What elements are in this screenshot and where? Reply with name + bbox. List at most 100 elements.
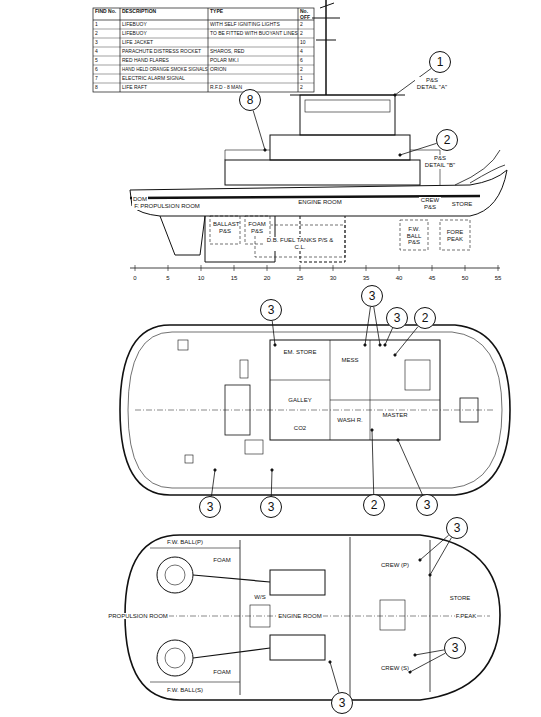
callout-circle: 3: [361, 285, 383, 307]
callout-circle: 1: [429, 51, 451, 73]
table-cell: 3: [95, 40, 98, 46]
table-cell: 6: [300, 58, 303, 64]
frame-tick: [234, 265, 235, 271]
detail-note: P&S DETAIL "A": [415, 77, 449, 90]
side-elevation: [130, 0, 507, 268]
compartment-label: W/S: [253, 594, 266, 601]
callout-number: 3: [268, 303, 275, 317]
frame-number: 40: [395, 275, 404, 282]
compartment-label: PROPULSION ROOM: [107, 613, 169, 620]
callout-circle: 2: [414, 307, 436, 329]
leader-dot: [379, 344, 381, 346]
callout-circle: 3: [331, 692, 353, 714]
compartment-label: CREW (S): [380, 665, 410, 672]
callout-number: 1: [437, 55, 444, 69]
callout-number: 2: [444, 133, 451, 147]
compartment-label: FORE PEAK: [441, 229, 469, 242]
leader-line: [372, 430, 374, 494]
table-header: FIND No.: [95, 9, 119, 15]
compartment-label: MASTER: [381, 412, 408, 419]
compartment-label: FOAM P&S: [246, 221, 268, 234]
compartment-label: EM. STORE: [283, 349, 318, 356]
frame-tick: [399, 265, 400, 271]
table-cell: 2: [95, 31, 98, 37]
compartment-label: D.B. FUEL TANKS P/S & C.L.: [264, 237, 336, 250]
lower-deck-plan: [125, 535, 500, 700]
leader-dot: [274, 344, 276, 346]
table-cell: LIFEBUOY: [122, 22, 147, 28]
leader-line: [420, 535, 449, 560]
table-cell: 4: [300, 49, 303, 55]
table-header: DESCRIPTION: [122, 9, 208, 15]
table-cell: 7: [95, 76, 98, 82]
table-cell: 2: [300, 67, 303, 73]
leader-dot: [271, 469, 273, 471]
compartment-label: F.PEAK: [455, 613, 478, 620]
frame-tick: [333, 265, 334, 271]
leader-line: [365, 307, 370, 345]
leader-line: [271, 470, 273, 496]
compartment-label: FOAM: [212, 669, 231, 676]
table-cell: ORION: [210, 67, 226, 73]
leader-dot: [394, 354, 396, 356]
compartment-label: F.W. BALL(S): [166, 687, 204, 694]
leader-dot: [399, 154, 401, 156]
leader-line: [430, 538, 452, 575]
leader-line: [374, 307, 380, 345]
callout-number: 2: [422, 311, 429, 325]
compartment-label: GALLEY: [287, 397, 312, 404]
leader-dot: [384, 344, 386, 346]
compartment-label: ENGINE ROOM: [297, 199, 342, 206]
frame-tick: [366, 265, 367, 271]
frame-number: 20: [263, 275, 272, 282]
table-cell: 10: [300, 40, 306, 46]
callout-number: 3: [452, 641, 459, 655]
leader-dot: [397, 439, 399, 441]
frame-tick: [201, 265, 202, 271]
callout-circle: 3: [260, 496, 282, 518]
table-cell: 1: [300, 76, 303, 82]
compartment-label: WASH R.: [336, 417, 363, 424]
callout-circle: 3: [446, 517, 468, 539]
table-cell: RED HAND FLARES: [122, 58, 169, 64]
table-cell: POLAR MK.I: [210, 58, 239, 64]
callout-number: 3: [394, 311, 401, 325]
compartment-label: CREW (P): [380, 562, 410, 569]
callout-number: 2: [371, 498, 378, 512]
table-cell: SHAROS, RED: [210, 49, 244, 55]
compartment-label: F.W. BALL(P): [166, 539, 204, 546]
compartment-label: ENGINE ROOM: [277, 613, 322, 620]
callout-circle: 3: [444, 637, 466, 659]
compartment-label: STORE: [451, 201, 474, 208]
table-cell: HAND HELD ORANGE SMOKE SIGNALS: [122, 67, 208, 72]
frame-number: 10: [197, 275, 206, 282]
frame-tick: [168, 265, 169, 271]
table-header: TYPE: [210, 9, 298, 15]
frame-number: 30: [329, 275, 338, 282]
frame-number: 45: [428, 275, 437, 282]
leader-dot: [419, 559, 421, 561]
compartment-label: STORE: [449, 595, 472, 602]
callout-circle: 3: [199, 496, 221, 518]
table-cell: WITH SELF IGNITING LIGHTS: [210, 22, 280, 28]
table-cell: R.F.D - 8 MAN: [210, 85, 242, 91]
callout-number: 3: [339, 696, 346, 710]
leader-line: [398, 440, 423, 495]
leader-line: [211, 470, 215, 496]
leader-line: [395, 327, 418, 355]
leader-line: [253, 111, 265, 150]
deck-plan: [120, 325, 510, 495]
detail-note: P&S DETAIL "B": [423, 155, 457, 168]
frame-number: 0: [132, 275, 137, 282]
callout-number: 3: [369, 289, 376, 303]
callout-circle: 8: [239, 89, 261, 111]
callout-circle: 3: [386, 307, 408, 329]
table-cell: 1: [95, 22, 98, 28]
compartment-label: MESS: [340, 357, 359, 364]
leader-dot: [394, 94, 396, 96]
table-cell: 2: [300, 31, 303, 37]
callout-number: 8: [247, 93, 254, 107]
leader-line: [330, 662, 339, 692]
callout-number: 3: [268, 500, 275, 514]
